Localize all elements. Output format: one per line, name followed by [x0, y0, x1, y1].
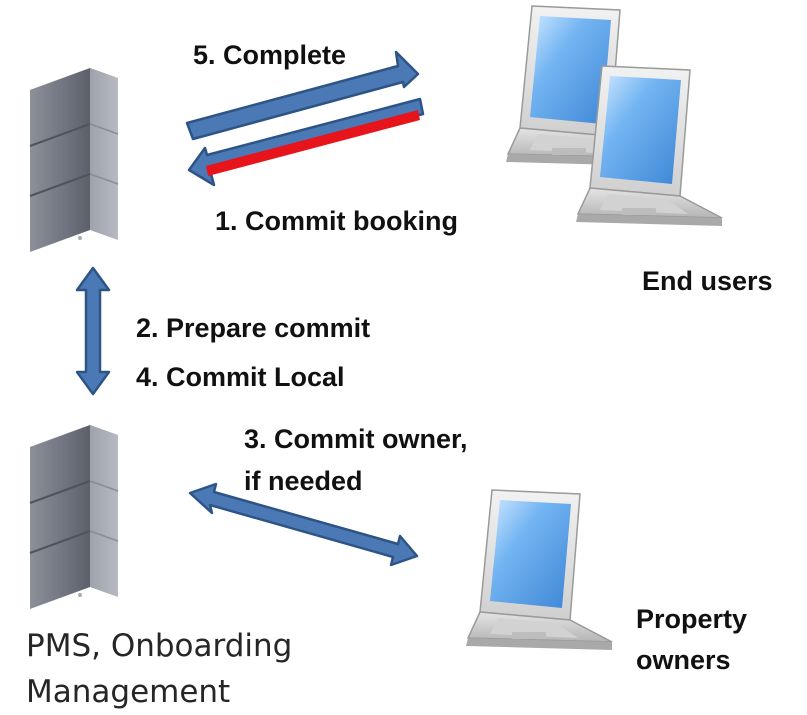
laptop-icon: [576, 65, 723, 226]
end-users-label: End users: [642, 266, 773, 296]
prepare-commit-double-arrow: [75, 266, 111, 396]
step-3-label-line2: if needed: [244, 466, 363, 496]
server-icon: [29, 425, 119, 609]
property-owners-label-line1: Property: [636, 604, 748, 634]
commit-owner-double-arrow: [188, 482, 419, 567]
server-icon: [29, 68, 119, 252]
laptop-icon: [466, 489, 613, 650]
step-2-label: 2. Prepare commit: [136, 313, 371, 343]
step-4-label: 4. Commit Local: [136, 362, 345, 392]
property-owners-label-line2: owners: [636, 645, 731, 675]
pms-caption-line1: PMS, Onboarding: [26, 628, 293, 664]
commit-booking-arrow-core: [206, 110, 420, 176]
pms-caption-line2: Management: [26, 674, 231, 710]
step-3-label-line1: 3. Commit owner,: [244, 424, 468, 454]
complete-arrow: [185, 50, 420, 141]
step-5-label: 5. Complete: [193, 40, 347, 70]
step-1-label: 1. Commit booking: [215, 206, 458, 236]
laptop-icon: [506, 5, 653, 166]
